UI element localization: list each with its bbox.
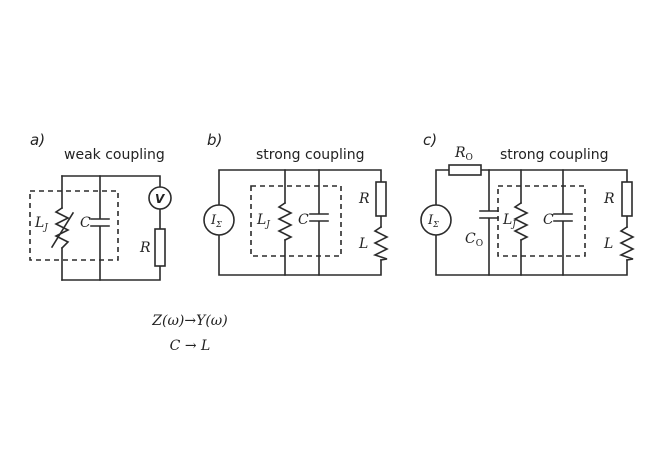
panel-c-c-label: C: [543, 212, 554, 228]
panel-c-l-label: L: [603, 236, 613, 252]
panel-b-resistor: [375, 181, 387, 217]
panel-c-current-source: [420, 204, 452, 236]
panel-b-c-label: C: [298, 212, 309, 228]
panel-c-r0-label: RO: [454, 145, 473, 163]
panel-a-lj-inductor: [54, 206, 70, 250]
panel-b-tag: b): [207, 131, 222, 149]
panel-a-voltmeter-label: V: [155, 192, 166, 206]
panel-a-bottom-wire: [61, 265, 161, 281]
panel-c-r0-resistor: [448, 164, 482, 176]
panel-a-resistor: [154, 228, 166, 267]
panel-a-c-label: C: [80, 215, 91, 231]
panel-b-r-label: R: [358, 191, 370, 207]
panel-b-bottom-wire: [218, 235, 382, 276]
panel-c-tag: c): [423, 131, 437, 149]
panel-c-inductor: [618, 225, 635, 261]
panel-c-bottom-wire: [435, 235, 628, 276]
panel-b-title: strong coupling: [256, 147, 365, 163]
panel-c-title: strong coupling: [500, 147, 609, 163]
panel-c-dashed-box: [497, 185, 586, 257]
panel-b-dashed-box: [250, 185, 342, 257]
panel-b-top-wire: [218, 169, 382, 205]
panel-c-lj-inductor: [513, 201, 529, 242]
panel-a-r-label: R: [139, 240, 151, 256]
panel-b-l-label: L: [358, 236, 368, 252]
panel-a-title: weak coupling: [64, 147, 165, 163]
panel-c-c0-label: CO: [465, 231, 483, 249]
panel-b-lj-inductor: [277, 201, 293, 242]
panel-a-capacitor: [90, 175, 110, 281]
panel-a-tag: a): [30, 131, 45, 149]
panel-c-lj-label: LJ: [502, 212, 517, 230]
panel-a-voltmeter: [148, 186, 172, 210]
panel-b: b) strong coupling IΣ LJ C R L: [203, 131, 389, 276]
panel-c-c0-capacitor: [479, 169, 499, 276]
panel-b-lj-label: LJ: [256, 212, 271, 230]
panel-c-capacitor: [553, 169, 573, 276]
panel-a-junction-cross: [50, 211, 75, 249]
equation-c-to-l: C → L: [170, 338, 211, 354]
panel-a-lj-label: LJ: [34, 215, 49, 233]
panel-a: a) weak coupling V LJ C R: [29, 131, 172, 281]
panel-b-current-source: [203, 204, 235, 236]
panel-c-r-label: R: [603, 191, 615, 207]
equation-impedance-admittance: Z(ω)→Y(ω): [151, 313, 227, 329]
panel-b-capacitor: [309, 169, 329, 276]
panel-c-resistor: [621, 181, 633, 217]
panel-c: c) RO strong coupling IΣ CO LJ C R L: [420, 131, 635, 276]
panel-a-dashed-box: [29, 190, 119, 261]
panel-b-inductor: [372, 225, 389, 261]
panel-c-source-label: IΣ: [427, 213, 439, 229]
panel-c-top-wire: [435, 169, 628, 205]
panel-b-source-label: IΣ: [210, 213, 222, 229]
panel-a-top-wire: [61, 175, 161, 188]
